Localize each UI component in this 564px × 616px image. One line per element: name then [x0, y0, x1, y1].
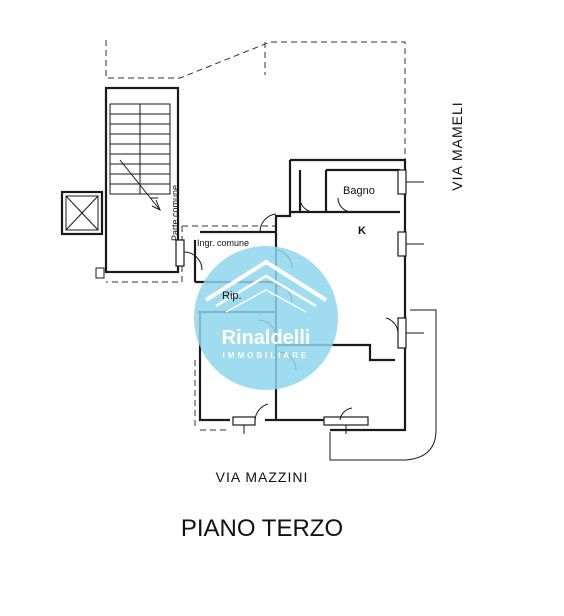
property-boundary — [105, 40, 406, 431]
column — [95, 267, 105, 279]
street-label-bottom: VIA MAZZINI — [216, 469, 309, 485]
street-label-right: VIA MAMELI — [449, 101, 465, 190]
windows — [175, 169, 424, 434]
room-label-bathroom: Bagno — [343, 185, 375, 197]
room-label-storage: Rip. — [222, 290, 242, 302]
lift-shaft — [60, 190, 104, 236]
watermark-tagline: IMMOBILIARE — [223, 351, 310, 360]
watermark-circle — [194, 246, 338, 390]
room-label-kitchen: K — [358, 225, 366, 237]
room-label-entrance: Ingr. comune — [197, 238, 249, 248]
stairwell — [104, 86, 180, 274]
floor-title: PIANO TERZO — [181, 515, 343, 542]
watermark-logo: Rinaldelli IMMOBILIARE — [194, 246, 338, 390]
watermark-roof-icon — [204, 259, 328, 302]
room-label-stairs: Parte comune — [170, 185, 180, 241]
watermark-brand: Rinaldelli — [222, 327, 311, 349]
